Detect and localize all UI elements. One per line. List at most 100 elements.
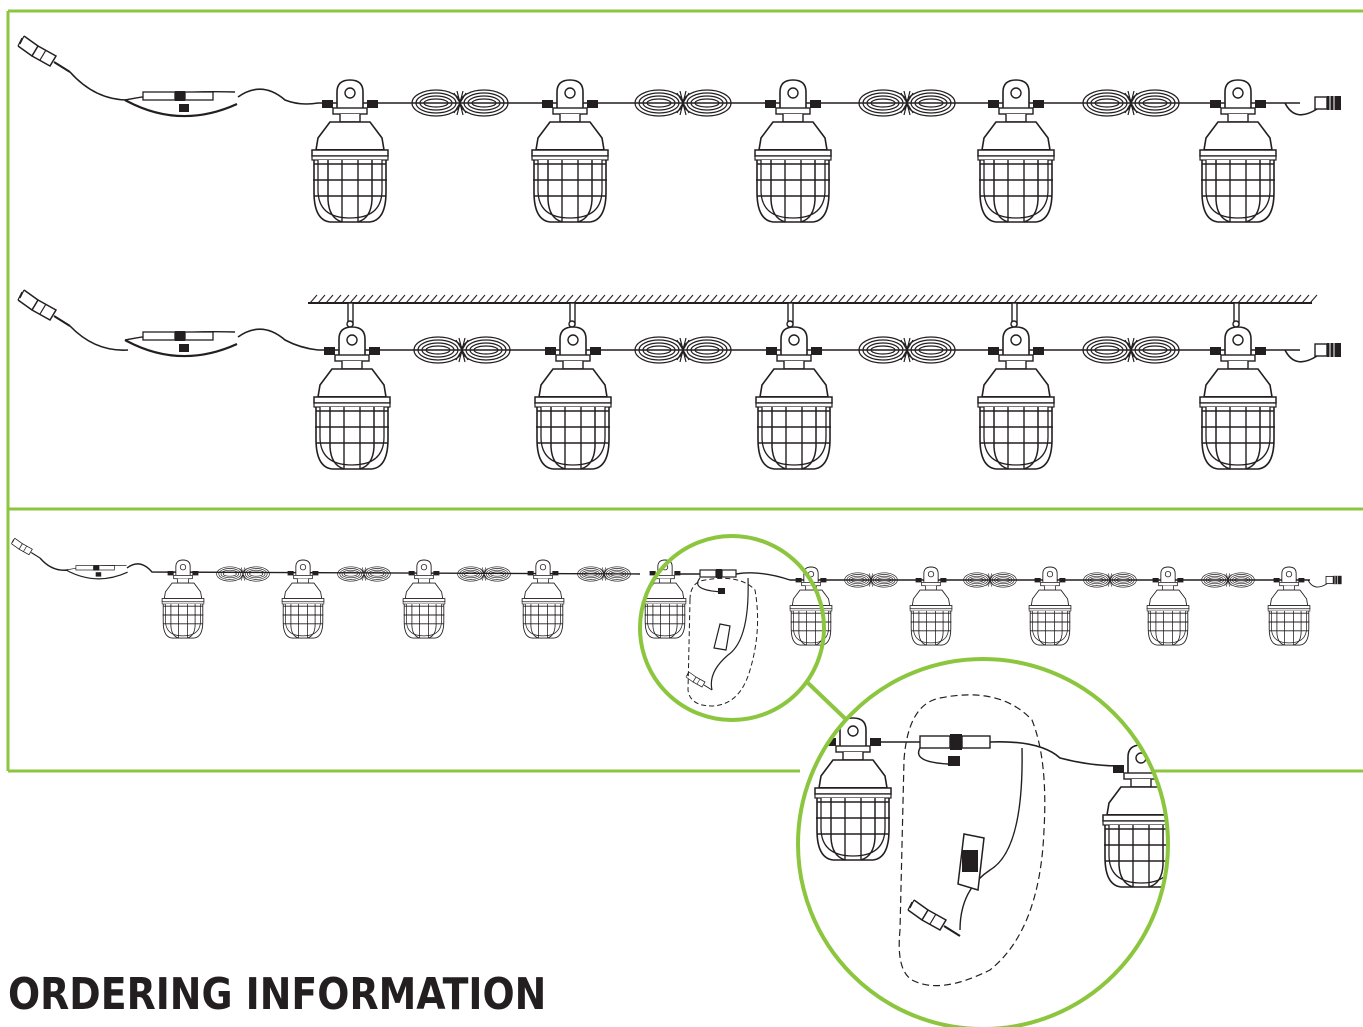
ceiling-hatch-mark: [1181, 294, 1190, 304]
ceiling-hatch-mark: [1005, 294, 1014, 304]
ceiling-hatch-mark: [805, 294, 814, 304]
detail-callout: [796, 657, 1170, 1027]
end-connector: [1284, 342, 1342, 363]
ceiling-hatch-mark: [637, 294, 646, 304]
ceiling-hatch-mark: [973, 294, 982, 304]
ceiling-hatch-mark: [1061, 294, 1070, 304]
ceiling-hatch-mark: [621, 294, 630, 304]
ceiling-hatch-mark: [1157, 294, 1166, 304]
ceiling-hatch-mark: [925, 294, 934, 304]
ceiling-hatch-mark: [1117, 294, 1126, 304]
ceiling-hatch-mark: [861, 294, 870, 304]
ceiling-hatch-mark: [717, 294, 726, 304]
ceiling-hatch-mark: [1301, 294, 1310, 304]
ceiling-hatch-mark: [1269, 294, 1278, 304]
ceiling-hatch-mark: [1093, 294, 1102, 304]
ceiling-hatch-mark: [933, 294, 942, 304]
ceiling-hatch-mark: [1213, 294, 1222, 304]
ceiling-hatch-mark: [397, 294, 406, 304]
lamp-fixture: [1199, 326, 1277, 470]
ceiling-hatch-mark: [909, 294, 918, 304]
ceiling-hatch-mark: [501, 294, 510, 304]
ceiling-hatch-mark: [1085, 294, 1094, 304]
ceiling-hatch-mark: [701, 294, 710, 304]
ceiling-hatch-mark: [677, 294, 686, 304]
ceiling-hatch-mark: [381, 294, 390, 304]
ceiling-hatch-mark: [869, 294, 878, 304]
ceiling-hatch-mark: [1229, 294, 1238, 304]
ceiling-hatch-mark: [1253, 294, 1262, 304]
ceiling-hatch-mark: [437, 294, 446, 304]
ceiling-hatch-mark: [789, 294, 798, 304]
ceiling-hatch-mark: [541, 294, 550, 304]
ceiling-hatch-mark: [461, 294, 470, 304]
ceiling-hatch-mark: [445, 294, 454, 304]
ceiling-hatch-mark: [893, 294, 902, 304]
ceiling-hatch-mark: [709, 294, 718, 304]
ceiling-hatch-mark: [325, 294, 334, 304]
ceiling-hatch-mark: [517, 294, 526, 304]
ceiling-hatch-mark: [757, 294, 766, 304]
ceiling-hatch-mark: [1149, 294, 1158, 304]
lamp-fixture: [531, 79, 609, 223]
lamp-fixture: [643, 559, 687, 639]
ceiling-hatch-mark: [1197, 294, 1206, 304]
ceiling-hatch-mark: [957, 294, 966, 304]
lamp-fixture: [311, 79, 389, 223]
ceiling-hatch-mark: [693, 294, 702, 304]
ceiling-hatch-mark: [1125, 294, 1134, 304]
lamp-fixture: [755, 326, 833, 470]
ceiling-hatch-mark: [661, 294, 670, 304]
ceiling-hatch-mark: [845, 294, 854, 304]
ceiling-hatch-mark: [965, 294, 974, 304]
lamp-fixture: [281, 559, 325, 639]
ceiling-hatch-mark: [1021, 294, 1030, 304]
lamp-fixture: [534, 326, 612, 470]
ceiling-hatch-mark: [749, 294, 758, 304]
ceiling-hatch-mark: [1053, 294, 1062, 304]
ceiling-hatch-mark: [549, 294, 558, 304]
end-connector: [1284, 95, 1342, 116]
ceiling-hatch-mark: [797, 294, 806, 304]
ceiling-hatch-mark: [773, 294, 782, 304]
lamp-fixture: [1267, 566, 1311, 646]
ceiling-hatch-mark: [525, 294, 534, 304]
lamp-fixture: [909, 566, 953, 646]
lamp-fixture: [313, 326, 391, 470]
ceiling-hatch-mark: [349, 294, 358, 304]
ceiling-hatch-mark: [685, 294, 694, 304]
ceiling-hatch-mark: [853, 294, 862, 304]
lamp-fixture: [521, 559, 565, 639]
ceiling-hatch-mark: [453, 294, 462, 304]
ceiling-hatch-mark: [1293, 294, 1302, 304]
ceiling-hatch-mark: [1045, 294, 1054, 304]
ceiling-hatch-mark: [509, 294, 518, 304]
ceiling-hatch-mark: [533, 294, 542, 304]
ceiling-hatch-mark: [1069, 294, 1078, 304]
callout-circle-small: [638, 534, 826, 722]
coiled-cable: [216, 566, 270, 582]
ceiling-hatch-mark: [733, 294, 742, 304]
lamp-fixture: [754, 79, 832, 223]
ceiling-hatch-mark: [405, 294, 414, 304]
lamp-fixture: [977, 326, 1055, 470]
ceiling-hatch-mark: [629, 294, 638, 304]
diagram-frames: [6, 9, 1363, 773]
ceiling-hatch-mark: [1221, 294, 1230, 304]
ceiling-hatch-mark: [1013, 294, 1022, 304]
ceiling-hatch-mark: [1029, 294, 1038, 304]
ceiling-hatch-mark: [837, 294, 846, 304]
ceiling-hatch-mark: [1165, 294, 1174, 304]
ceiling-hatch-mark: [645, 294, 654, 304]
ceiling-hatch-mark: [373, 294, 382, 304]
lamp-fixture: [161, 559, 205, 639]
ceiling-hatch-mark: [813, 294, 822, 304]
ceiling-hatch-mark: [493, 294, 502, 304]
ceiling-hatch-mark: [1101, 294, 1110, 304]
ceiling-hatch-mark: [725, 294, 734, 304]
ceiling-hatch-mark: [477, 294, 486, 304]
ceiling-hatch-mark: [365, 294, 374, 304]
ceiling-hatch-mark: [1309, 294, 1318, 304]
ceiling-hatch-mark: [877, 294, 886, 304]
